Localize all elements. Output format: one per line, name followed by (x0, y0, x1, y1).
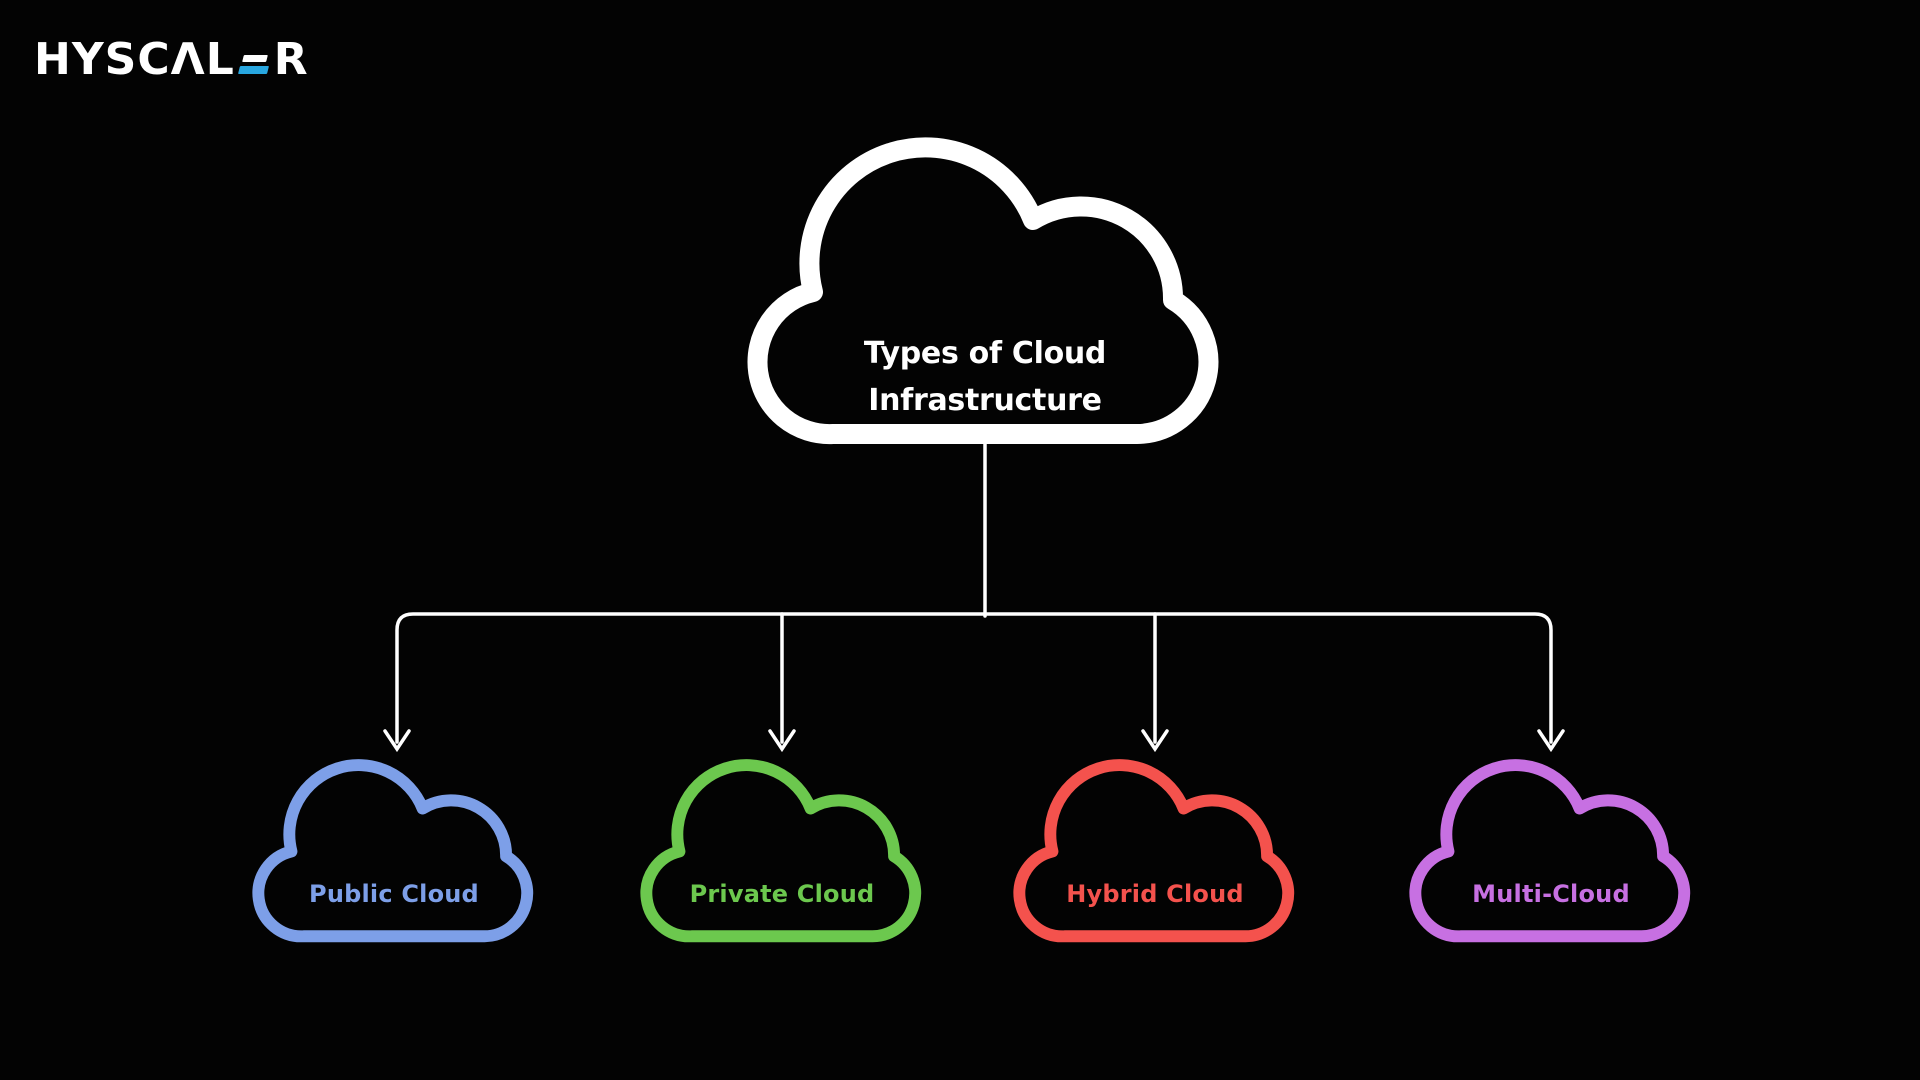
branch-cloud-private: Private Cloud (627, 738, 937, 953)
logo-text-start: HYSC (34, 34, 171, 85)
root-cloud-icon (747, 137, 1219, 445)
root-cloud-title: Types of Cloud Infrastructure (725, 330, 1245, 424)
branch-cloud-public: Public Cloud (239, 738, 549, 953)
root-title-line2: Infrastructure (868, 383, 1102, 418)
branch-cloud-hybrid: Hybrid Cloud (1000, 738, 1310, 953)
root-cloud-outline (747, 137, 1219, 445)
hybrid-cloud-outline (1013, 759, 1295, 943)
connector-group (383, 436, 1565, 753)
private-cloud-outline (640, 759, 922, 943)
logo-letter-a: Λ (170, 34, 206, 85)
public-cloud-outline (252, 759, 534, 943)
public-cloud-label: Public Cloud (309, 880, 479, 908)
distribution-line (395, 612, 1553, 744)
public-cloud-icon (252, 759, 534, 943)
logo-letter-r: R (273, 34, 309, 85)
arrowhead-private-icon (768, 729, 796, 753)
arrowhead-multi-icon (1537, 729, 1565, 753)
arrowhead-public-icon (383, 729, 411, 753)
logo-letter-l: L (205, 34, 235, 85)
private-cloud-icon (640, 759, 922, 943)
branch-cloud-multi: Multi-Cloud (1396, 738, 1706, 953)
hybrid-cloud-icon (1013, 759, 1295, 943)
hybrid-cloud-label: Hybrid Cloud (1066, 880, 1244, 908)
root-cloud-node: Types of Cloud Infrastructure (725, 102, 1245, 462)
multi-cloud-outline (1409, 759, 1691, 943)
multi-cloud-icon (1409, 759, 1691, 943)
root-title-line1: Types of Cloud (863, 336, 1107, 371)
multi-cloud-label: Multi-Cloud (1472, 880, 1630, 908)
arrowhead-hybrid-icon (1141, 729, 1169, 753)
private-cloud-label: Private Cloud (689, 880, 875, 908)
